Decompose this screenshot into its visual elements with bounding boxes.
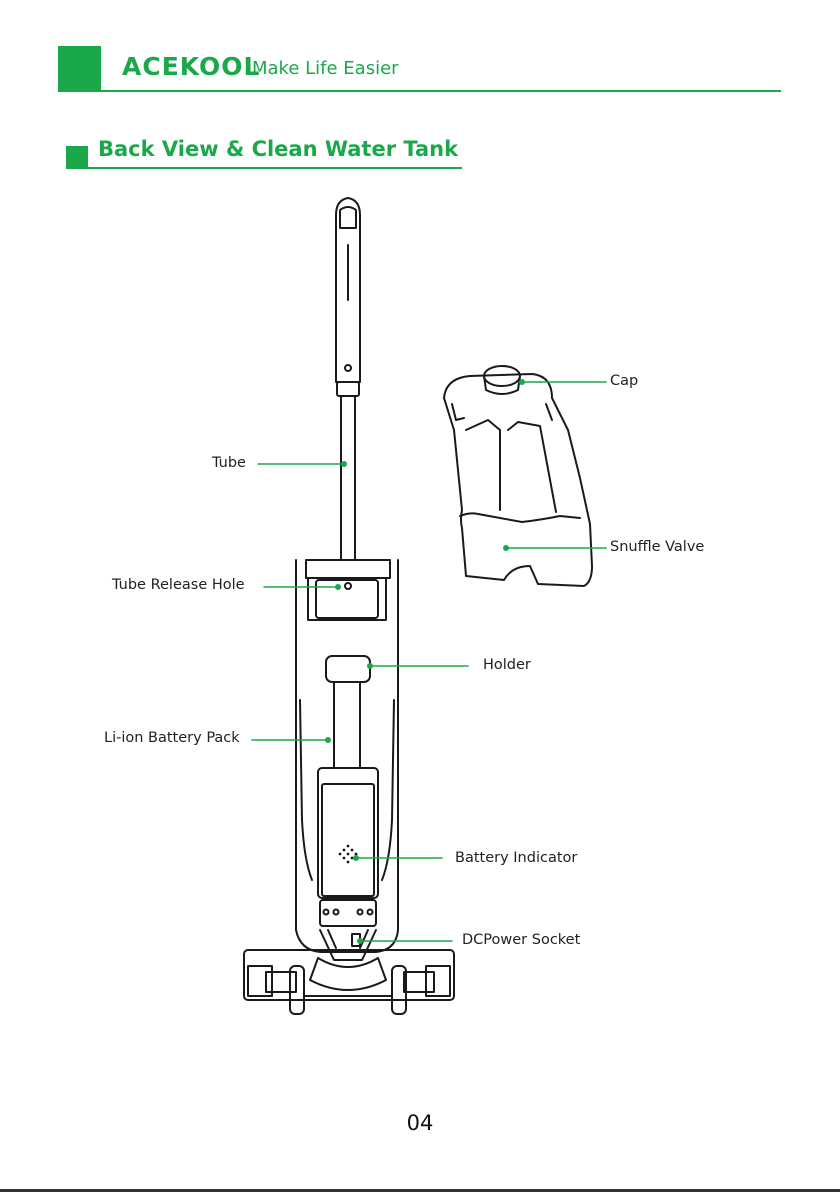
tube xyxy=(341,396,355,560)
handle-grip xyxy=(336,198,360,396)
clean-water-tank xyxy=(444,366,592,586)
label-dc-power-socket: DCPower Socket xyxy=(462,932,580,948)
label-battery-indicator: Battery Indicator xyxy=(455,850,577,866)
main-body xyxy=(296,560,398,952)
label-tube: Tube xyxy=(212,455,246,471)
label-tube-release-hole: Tube Release Hole xyxy=(112,577,245,593)
roller-head xyxy=(244,930,454,1014)
page-number: 04 xyxy=(0,1111,840,1135)
label-holder: Holder xyxy=(483,657,531,673)
label-cap: Cap xyxy=(610,373,638,389)
label-battery-pack: Li-ion Battery Pack xyxy=(104,730,240,746)
label-snuffle-valve: Snuffle Valve xyxy=(610,539,704,555)
